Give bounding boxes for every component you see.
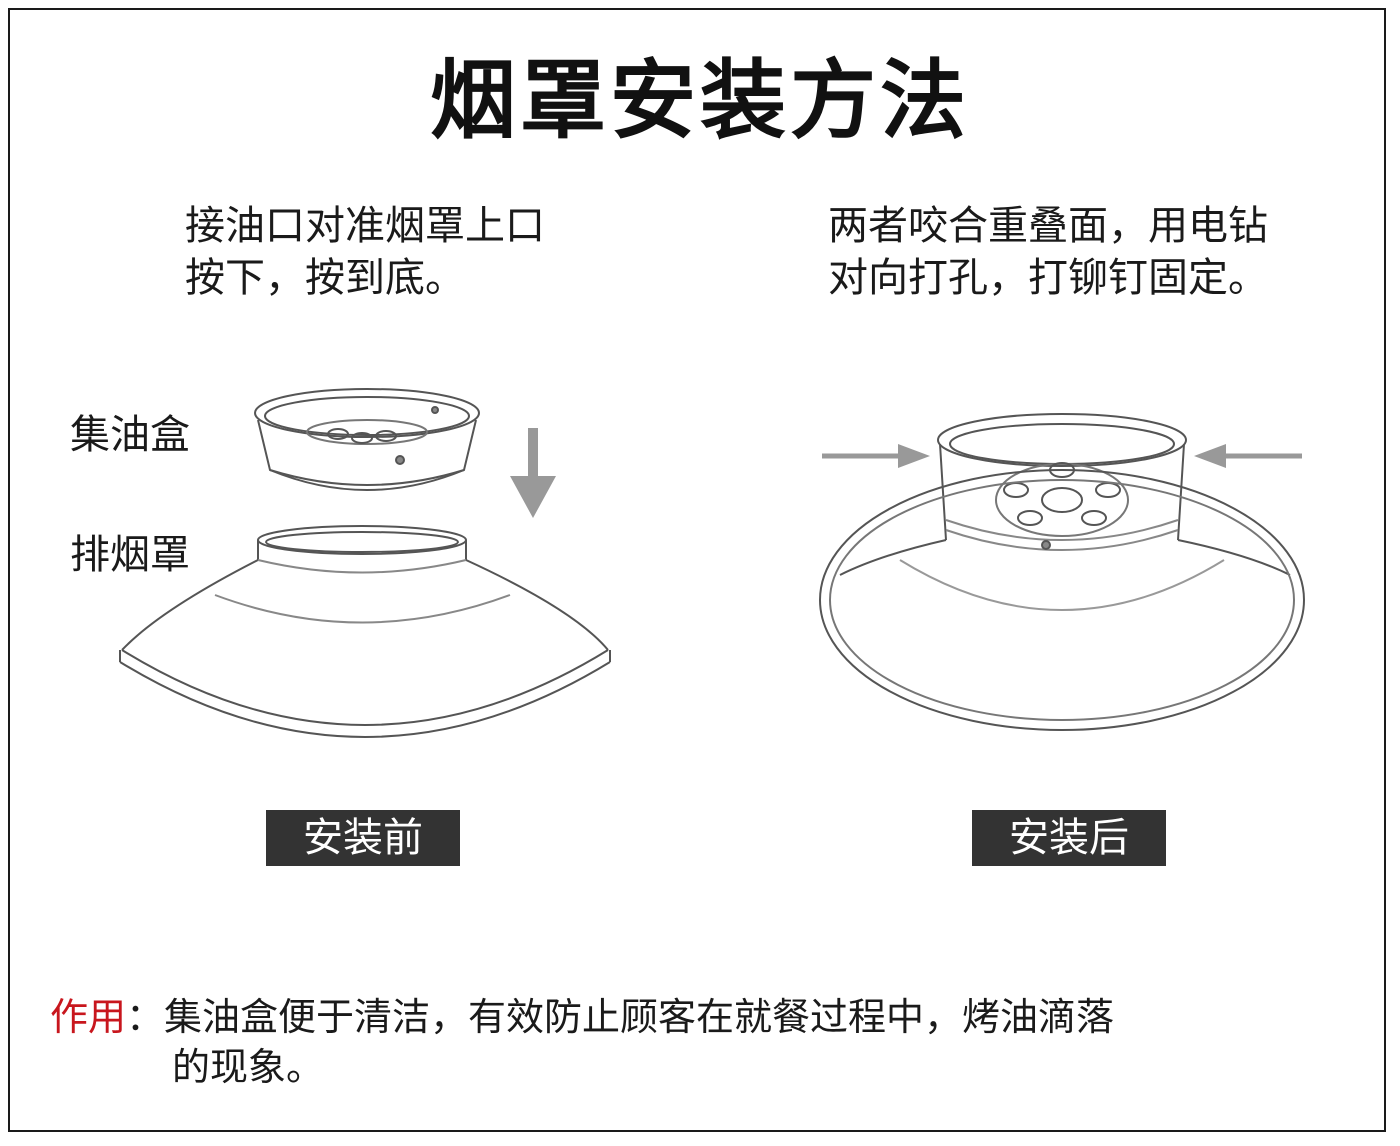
badge-before: 安装前 (266, 810, 460, 866)
instruction-before-line-2: 按下，按到底。 (185, 255, 465, 301)
note-line-2: 的现象。 (172, 1045, 325, 1089)
instruction-after-line-1: 两者咬合重叠面，用电钻 (828, 203, 1268, 249)
down-arrow-icon (510, 428, 556, 518)
instruction-before: 接油口对准烟罩上口 按下，按到底。 (185, 200, 545, 304)
hood-drawing (119, 525, 611, 738)
instruction-after-line-2: 对向打孔，打铆钉固定。 (828, 255, 1268, 301)
assembled-hood-drawing (819, 413, 1305, 731)
function-note: 作用：集油盒便于清洁，有效防止顾客在就餐过程中，烤油滴落 的现象。 (50, 992, 1350, 1092)
outer-frame (8, 8, 1386, 1132)
right-arrow-icon (1194, 444, 1302, 468)
note-separator: ： (126, 995, 165, 1039)
oil-box-drawing (254, 388, 480, 491)
label-hood: 排烟罩 (70, 532, 190, 578)
badge-after: 安装后 (972, 810, 1166, 866)
left-arrow-icon (822, 444, 930, 468)
instruction-after: 两者咬合重叠面，用电钻 对向打孔，打铆钉固定。 (828, 200, 1268, 304)
page-title: 烟罩安装方法 (430, 51, 970, 151)
label-oil-box: 集油盒 (70, 412, 190, 458)
instruction-before-line-1: 接油口对准烟罩上口 (185, 203, 545, 249)
note-key: 作用 (50, 995, 127, 1039)
note-line-1: 集油盒便于清洁，有效防止顾客在就餐过程中，烤油滴落 (164, 995, 1115, 1039)
